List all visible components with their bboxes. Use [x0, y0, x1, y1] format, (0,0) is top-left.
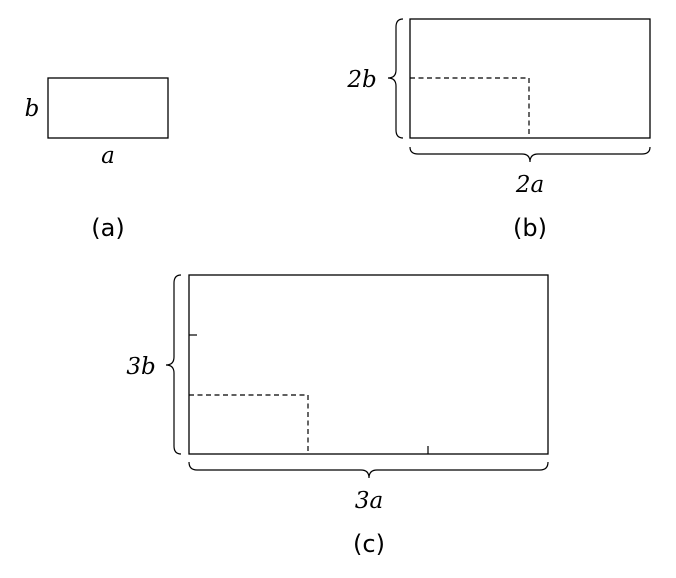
panel-a-caption: (a)	[91, 214, 124, 242]
panel-b-dashed-unit-rectangle	[410, 77, 530, 138]
panel-c-bottom-brace	[188, 461, 549, 479]
panel-c-dashed-unit-rectangle	[189, 394, 309, 454]
panel-b-side-label: 2b	[346, 67, 376, 93]
panel-b-bottom-label: 2a	[515, 172, 544, 198]
panel-a-side-label: b	[25, 96, 40, 122]
panel-c-side-brace	[165, 274, 182, 455]
panel-a-bottom-label: a	[101, 143, 115, 169]
panel-a-rectangle	[47, 77, 169, 139]
panel-c: 3b 3a (c)	[126, 274, 549, 558]
panel-b-bottom-brace	[409, 146, 651, 163]
panel-c-rectangle	[188, 274, 549, 455]
panel-c-bottom-label: 3a	[355, 488, 383, 514]
panel-b-caption: (b)	[513, 214, 547, 242]
panel-c-caption: (c)	[353, 530, 385, 558]
panel-c-side-label: 3b	[126, 354, 155, 380]
panel-b-side-brace	[387, 18, 404, 139]
panel-a: b a (a)	[25, 77, 169, 242]
panel-b: 2b 2a (b)	[346, 18, 651, 242]
